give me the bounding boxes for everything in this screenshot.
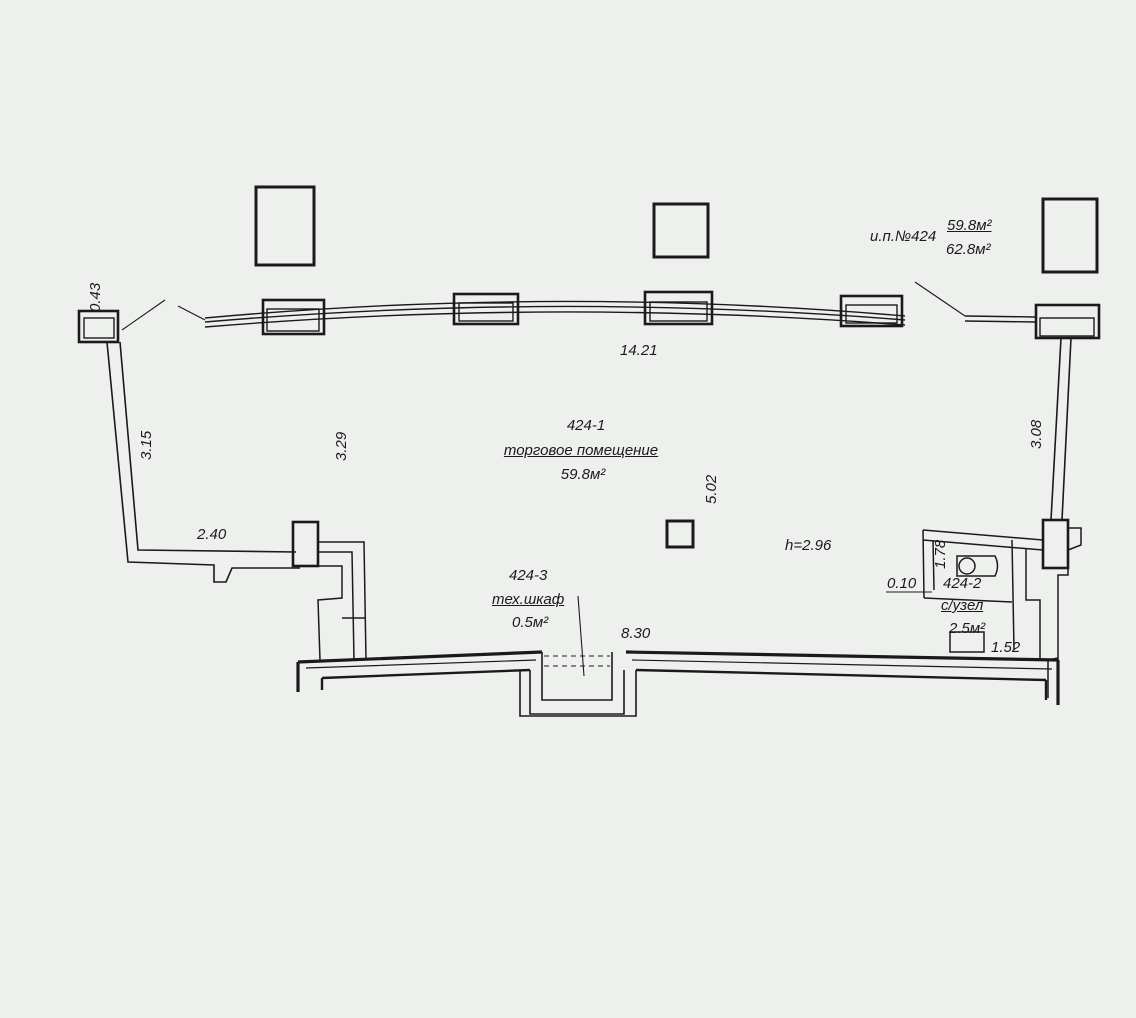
tech-leader: [577, 595, 585, 677]
dim-8-30: 8.30: [621, 625, 651, 642]
dim-3-15: 3.15: [138, 430, 155, 460]
unit-area-main: 59.8м²: [947, 217, 992, 234]
column-top-left: [254, 185, 316, 267]
column-top-center: [652, 202, 710, 259]
facade-leader-right: [914, 281, 966, 317]
facade-pier-2: [452, 292, 520, 326]
left-wall-return: [317, 541, 367, 661]
facade-pier-right: [1034, 303, 1101, 340]
interior-column: [665, 519, 695, 549]
tech-niche-threshold: [544, 655, 610, 667]
corner-pier-left-inner: [83, 317, 115, 339]
room-424-2-name: с/узел: [941, 597, 984, 614]
dim-14-21: 14.21: [620, 342, 658, 359]
room-424-1-area: 59.8м²: [560, 466, 606, 483]
dim-5-02: 5.02: [703, 474, 720, 504]
facade-pier-2-inner: [458, 302, 514, 322]
toilet-bowl: [958, 557, 976, 575]
facade-glass-mid: [204, 305, 906, 323]
dim-3-29: 3.29: [333, 431, 350, 461]
rear-wall-outer: [296, 650, 1060, 705]
ceiling-height: h=2.96: [785, 537, 832, 554]
right-wall-return: [1025, 527, 1082, 700]
dim-3-08: 3.08: [1028, 419, 1045, 449]
left-column-small: [291, 520, 320, 568]
room-424-3-id: 424-3: [509, 567, 548, 584]
dim-1-78: 1.78: [932, 539, 949, 569]
rear-wall-inner: [320, 668, 1048, 700]
bathroom-walls: [922, 529, 1044, 651]
facade-pier-4: [839, 294, 904, 328]
facade-pier-1-inner: [266, 308, 320, 332]
room-424-1-id: 424-1: [566, 417, 606, 434]
column-top-right: [1041, 197, 1099, 274]
toilet-fixture: [956, 555, 999, 577]
bathroom-shaft: [949, 631, 985, 653]
dim-0-10: 0.10: [887, 575, 917, 592]
facade-pier-4-inner: [845, 304, 898, 324]
room-424-1-name: торговое помещение: [503, 442, 659, 459]
facade-pier-right-inner: [1039, 317, 1095, 337]
dim-2-40: 2.40: [197, 526, 227, 543]
room-424-2-id: 424-2: [943, 575, 982, 592]
tech-niche: [519, 652, 637, 717]
facade-glass-right: [964, 315, 1036, 323]
facade-leader-left: [121, 299, 206, 331]
facade-glass-outer: [204, 300, 906, 319]
room-424-2-area: 2.5м²: [949, 620, 986, 637]
facade-pier-1: [261, 298, 326, 336]
room-424-3-name: тех.шкаф: [492, 591, 565, 608]
right-column-small: [1041, 518, 1070, 570]
room-424-3-area: 0.5м²: [512, 614, 549, 631]
dim-1-52: 1.52: [991, 639, 1021, 656]
right-wall: [1050, 337, 1072, 521]
unit-area-total: 62.8м²: [946, 241, 991, 258]
facade-pier-3: [643, 290, 714, 326]
left-wall: [106, 341, 300, 583]
rear-wall-mid: [305, 659, 1053, 670]
facade-pier-3-inner: [649, 301, 708, 322]
facade-glass-inner: [204, 311, 906, 328]
unit-number: и.п.№424: [870, 228, 937, 245]
corner-pier-left: [77, 309, 120, 344]
dim-0-43: 0.43: [87, 282, 104, 312]
